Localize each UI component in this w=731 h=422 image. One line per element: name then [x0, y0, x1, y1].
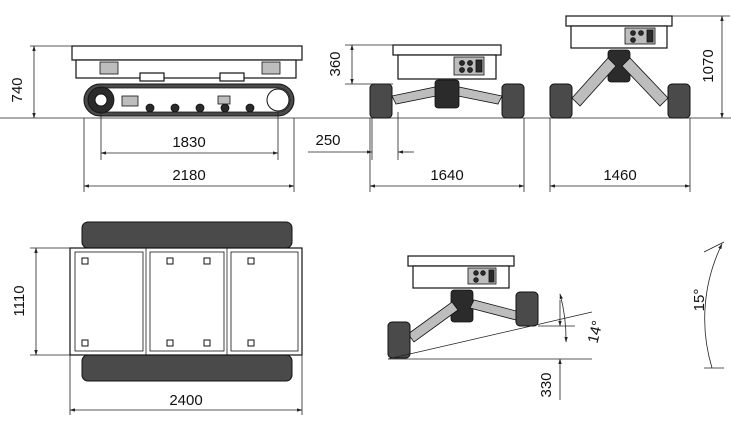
- dim-front-deck-height: 360: [327, 51, 344, 76]
- front-view: 360 250 1640: [308, 44, 525, 192]
- raised-deck: [565, 15, 673, 27]
- top-view: 1110 2400: [11, 221, 303, 415]
- dim-slope-step: 330: [538, 372, 555, 397]
- slope-leg-left: [407, 301, 459, 343]
- raised-leg-left: [571, 57, 617, 107]
- top-track-upper: [81, 221, 293, 249]
- front-track-left: [369, 83, 393, 119]
- slope-line: [387, 311, 593, 360]
- side-view: 740 1830 2180: [0, 45, 731, 192]
- slope-leg-right: [469, 299, 521, 321]
- raised-view: 1070 1460: [549, 15, 730, 192]
- front-deck: [392, 44, 502, 56]
- dim-top-width: 1110: [11, 285, 28, 316]
- dim-raised-height: 1070: [700, 49, 717, 82]
- front-center-joint: [434, 79, 460, 109]
- side-bracket-right: [219, 72, 245, 82]
- dim-side-wheelbase: 1830: [172, 134, 205, 151]
- tilt-angle-arc: [704, 243, 723, 369]
- front-track-right: [501, 83, 525, 119]
- raised-track-left: [549, 83, 573, 119]
- top-track-lower: [81, 354, 293, 382]
- tilt-angle-view: 15°: [691, 241, 725, 369]
- slope-deck: [407, 255, 515, 267]
- dim-front-clearance: 250: [315, 132, 340, 149]
- dim-tilt-angle: 15°: [691, 289, 708, 312]
- slope-view: 14° 330: [387, 255, 607, 400]
- dim-slope-angle: 14°: [585, 319, 607, 345]
- dim-top-length: 2400: [169, 392, 202, 409]
- dim-side-height: 740: [9, 77, 26, 102]
- dim-raised-width: 1460: [603, 167, 636, 184]
- slope-track-right: [515, 291, 539, 327]
- slope-track-left: [387, 321, 411, 359]
- side-panel-left: [99, 61, 119, 75]
- raised-leg-right: [621, 57, 669, 107]
- slope-angle-arc: [559, 293, 568, 343]
- side-bracket-left: [139, 72, 165, 82]
- side-deck: [71, 45, 303, 61]
- dim-side-length: 2180: [172, 167, 205, 184]
- side-panel-right: [261, 61, 281, 75]
- raised-track-right: [667, 83, 691, 119]
- top-deck: [69, 247, 303, 356]
- dim-front-width: 1640: [430, 167, 463, 184]
